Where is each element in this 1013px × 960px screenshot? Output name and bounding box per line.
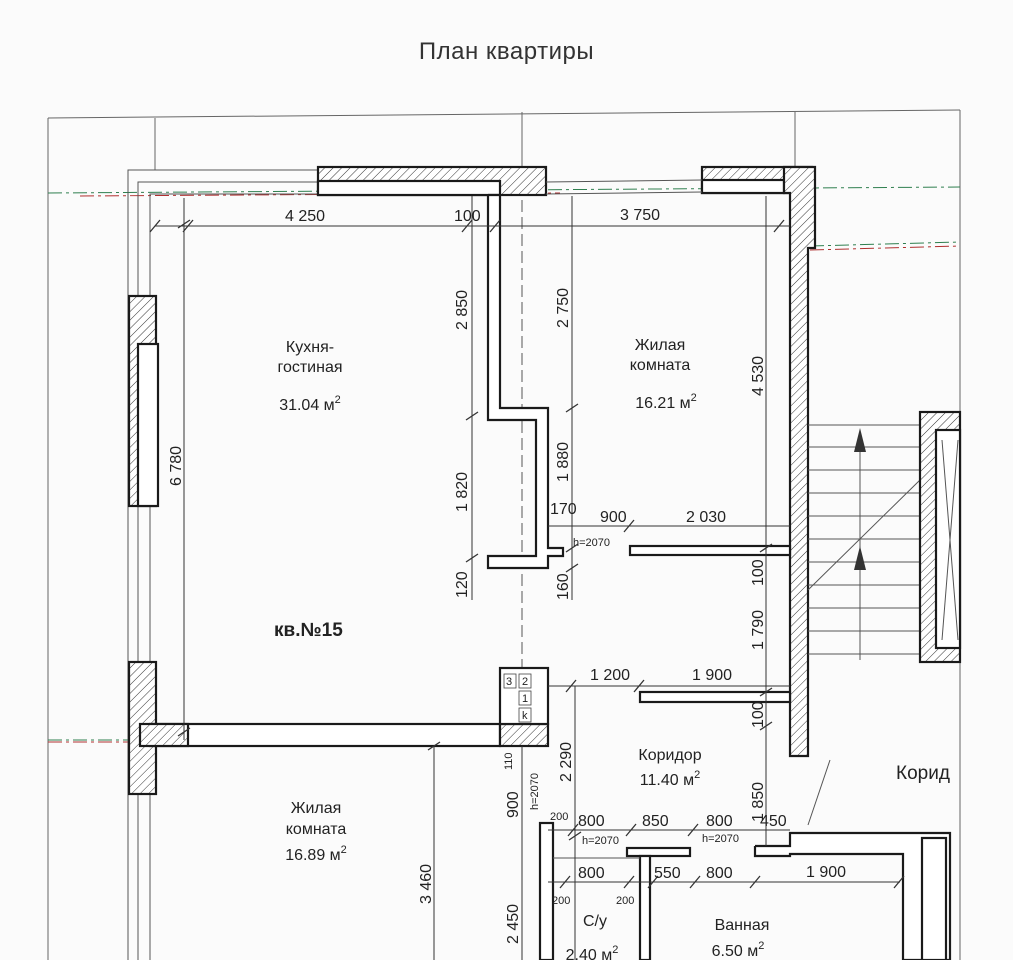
room-6-name: Ванная [715, 917, 770, 934]
room-3-name-line1: Жилая [291, 800, 342, 817]
interior-walls [138, 193, 952, 960]
room-5-name: С/у [583, 913, 607, 930]
dim-800-b: 800 [706, 813, 733, 830]
dim-2850: 2 850 [454, 290, 471, 330]
dim-550: 550 [654, 865, 681, 882]
room-labels: Кухня- гостиная 31.04 м2 Жилая комната 1… [274, 337, 950, 960]
dim-900-b: 900 [505, 791, 522, 818]
dim-200-a: 200 [550, 811, 568, 823]
room-2-name-line1: Жилая [635, 337, 686, 354]
dim-2450: 2 450 [505, 904, 522, 944]
room-5-area: 2.40 м2 [566, 944, 619, 960]
dim-160: 160 [555, 573, 572, 600]
dim-1900-a: 1 900 [692, 667, 732, 684]
dim-200-b: 200 [552, 895, 570, 907]
dim-2030: 2 030 [686, 509, 726, 526]
dim-100-b: 100 [750, 559, 767, 586]
room-3-name-line2: комната [286, 821, 347, 838]
room-1-name-line2: гостиная [277, 359, 342, 376]
apartment-label: кв.№15 [274, 620, 343, 641]
room-2-name-line2: комната [630, 357, 691, 374]
dim-1900-b: 1 900 [806, 864, 846, 881]
dim-2290: 2 290 [558, 742, 575, 782]
room-1-name-line1: Кухня- [286, 339, 334, 356]
room-2-area: 16.21 м2 [635, 392, 697, 412]
outside-corridor-label: Корид [896, 763, 950, 784]
dim-2750: 2 750 [555, 288, 572, 328]
dim-3460: 3 460 [418, 864, 435, 904]
dim-4250: 4 250 [285, 208, 325, 225]
shaft-mark-3: 3 [506, 676, 512, 688]
dim-850: 850 [642, 813, 669, 830]
dim-1880: 1 880 [555, 442, 572, 482]
shaft-marks: 3 2 1 k [503, 673, 532, 723]
dim-800-d: 800 [706, 865, 733, 882]
dim-800-c: 800 [578, 865, 605, 882]
plan-title: План квартиры [418, 38, 595, 65]
room-1-area: 31.04 м2 [279, 394, 341, 414]
dim-120: 120 [454, 571, 471, 598]
room-4-area: 11.40 м2 [640, 769, 700, 789]
room-3-area: 16.89 м2 [285, 844, 347, 864]
dim-6780: 6 780 [168, 446, 185, 486]
dim-4530: 4 530 [750, 356, 767, 396]
dim-900-a: 900 [600, 509, 627, 526]
dim-450: 450 [760, 813, 787, 830]
dim-h2070-b: h=2070 [529, 773, 541, 810]
dim-200-c: 200 [616, 895, 634, 907]
room-4-name: Коридор [638, 747, 701, 764]
dim-1850: 1 850 [750, 782, 767, 822]
staircase [807, 410, 962, 826]
dim-3750: 3 750 [620, 207, 660, 224]
dim-h2070-a: h=2070 [573, 537, 610, 549]
dim-1200: 1 200 [590, 667, 630, 684]
dim-100-top: 100 [454, 208, 481, 225]
dimension-lines [149, 196, 905, 960]
dim-1820: 1 820 [454, 472, 471, 512]
dim-110: 110 [503, 752, 515, 770]
dimension-labels: 4 250 100 3 750 2 850 2 750 4 530 6 780 … [168, 207, 846, 944]
shaft-mark-k: k [522, 710, 528, 722]
room-6-area: 6.50 м2 [712, 940, 765, 960]
dim-1790: 1 790 [750, 610, 767, 650]
dim-h2070-d: h=2070 [702, 833, 739, 845]
dim-h2070-c: h=2070 [582, 835, 619, 847]
dim-100-c: 100 [750, 701, 767, 728]
dim-800-a: 800 [578, 813, 605, 830]
shaft-mark-2: 2 [522, 676, 528, 688]
dim-170: 170 [550, 501, 577, 518]
shaft-mark-1: 1 [522, 693, 528, 705]
right-wall [782, 165, 817, 758]
